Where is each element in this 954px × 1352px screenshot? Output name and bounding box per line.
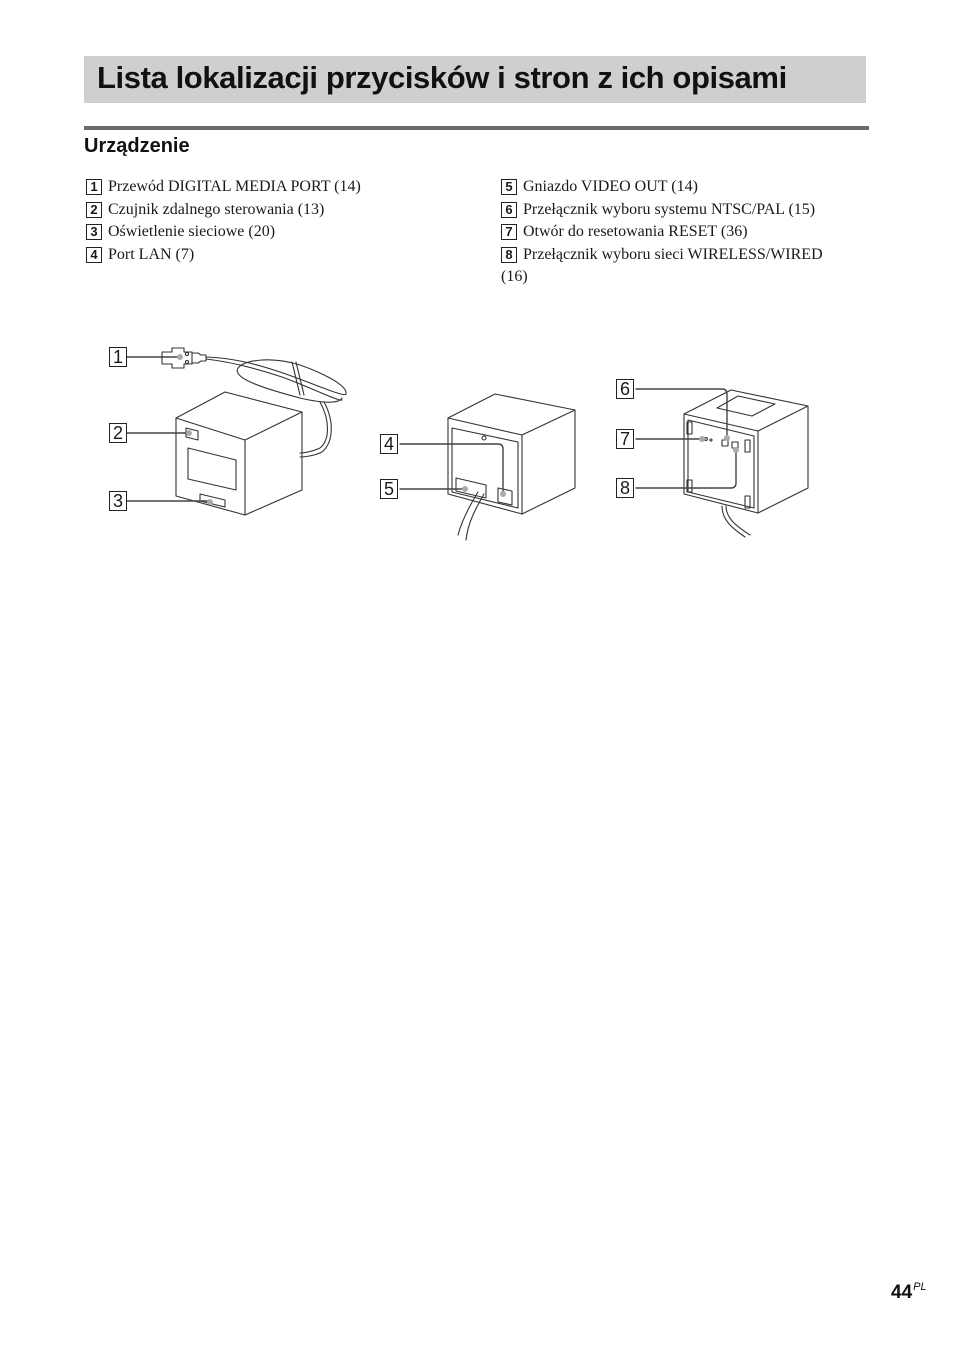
list-item: 3 Oświetlenie sieciowe (20) [86, 221, 486, 244]
list-item: 7 Otwór do resetowania RESET (36) [501, 221, 871, 244]
device-back-view-icon [447, 393, 576, 541]
device-side-view-icon [683, 389, 809, 538]
item-number-box: 8 [501, 246, 517, 263]
item-number-box: 2 [86, 201, 102, 218]
callout-3: 3 [109, 491, 127, 511]
list-item: 4 Port LAN (7) [86, 244, 486, 267]
item-number-box: 6 [501, 201, 517, 218]
list-item: 5 Gniazdo VIDEO OUT (14) [501, 176, 871, 199]
callout-lines [126, 354, 739, 505]
page-number-value: 44 [891, 1282, 913, 1303]
item-label: Otwór do resetowania RESET (36) [523, 223, 748, 241]
item-label: Gniazdo VIDEO OUT (14) [523, 178, 698, 195]
callout-7: 7 [616, 429, 634, 449]
item-number-box: 5 [501, 179, 517, 195]
item-label: Czujnik zdalnego sterowania (13) [108, 200, 325, 218]
item-label: Oświetlenie sieciowe (20) [108, 223, 276, 241]
page-title: Lista lokalizacji przycisków i stron z i… [97, 60, 787, 95]
item-number-box: 3 [86, 224, 102, 241]
item-number-box: 7 [501, 224, 517, 241]
device-illustration [126, 347, 809, 541]
list-item: 6 Przełącznik wyboru systemu NTSC/PAL (15… [501, 199, 871, 222]
item-label: Przełącznik wyboru sieci WIRELESS/WIRED … [501, 245, 823, 286]
page-number: 44PL [891, 1281, 927, 1304]
list-item: 1 Przewód DIGITAL MEDIA PORT (14) [86, 176, 486, 199]
item-label: Przełącznik wyboru systemu NTSC/PAL (15) [523, 200, 816, 218]
section-divider [84, 126, 869, 130]
item-label: Przewód DIGITAL MEDIA PORT (14) [108, 178, 361, 195]
callout-8: 8 [616, 478, 634, 498]
callout-6: 6 [616, 379, 634, 399]
callout-1: 1 [109, 347, 127, 367]
item-number-box: 1 [86, 179, 102, 195]
callout-2: 2 [109, 423, 127, 443]
parts-list-left: 1 Przewód DIGITAL MEDIA PORT (14) 2 Czujni… [86, 176, 486, 266]
section-heading: Urządzenie [84, 135, 190, 157]
list-item: 2 Czujnik zdalnego sterowania (13) [86, 199, 486, 222]
language-suffix: PL [913, 1281, 927, 1293]
item-label: Port LAN (7) [108, 245, 195, 263]
callout-4: 4 [380, 434, 398, 454]
page-title-bar: Lista lokalizacji przycisków i stron z i… [84, 56, 866, 103]
item-number-box: 4 [86, 246, 102, 263]
device-front-view-icon [161, 347, 347, 516]
callout-5: 5 [380, 479, 398, 499]
